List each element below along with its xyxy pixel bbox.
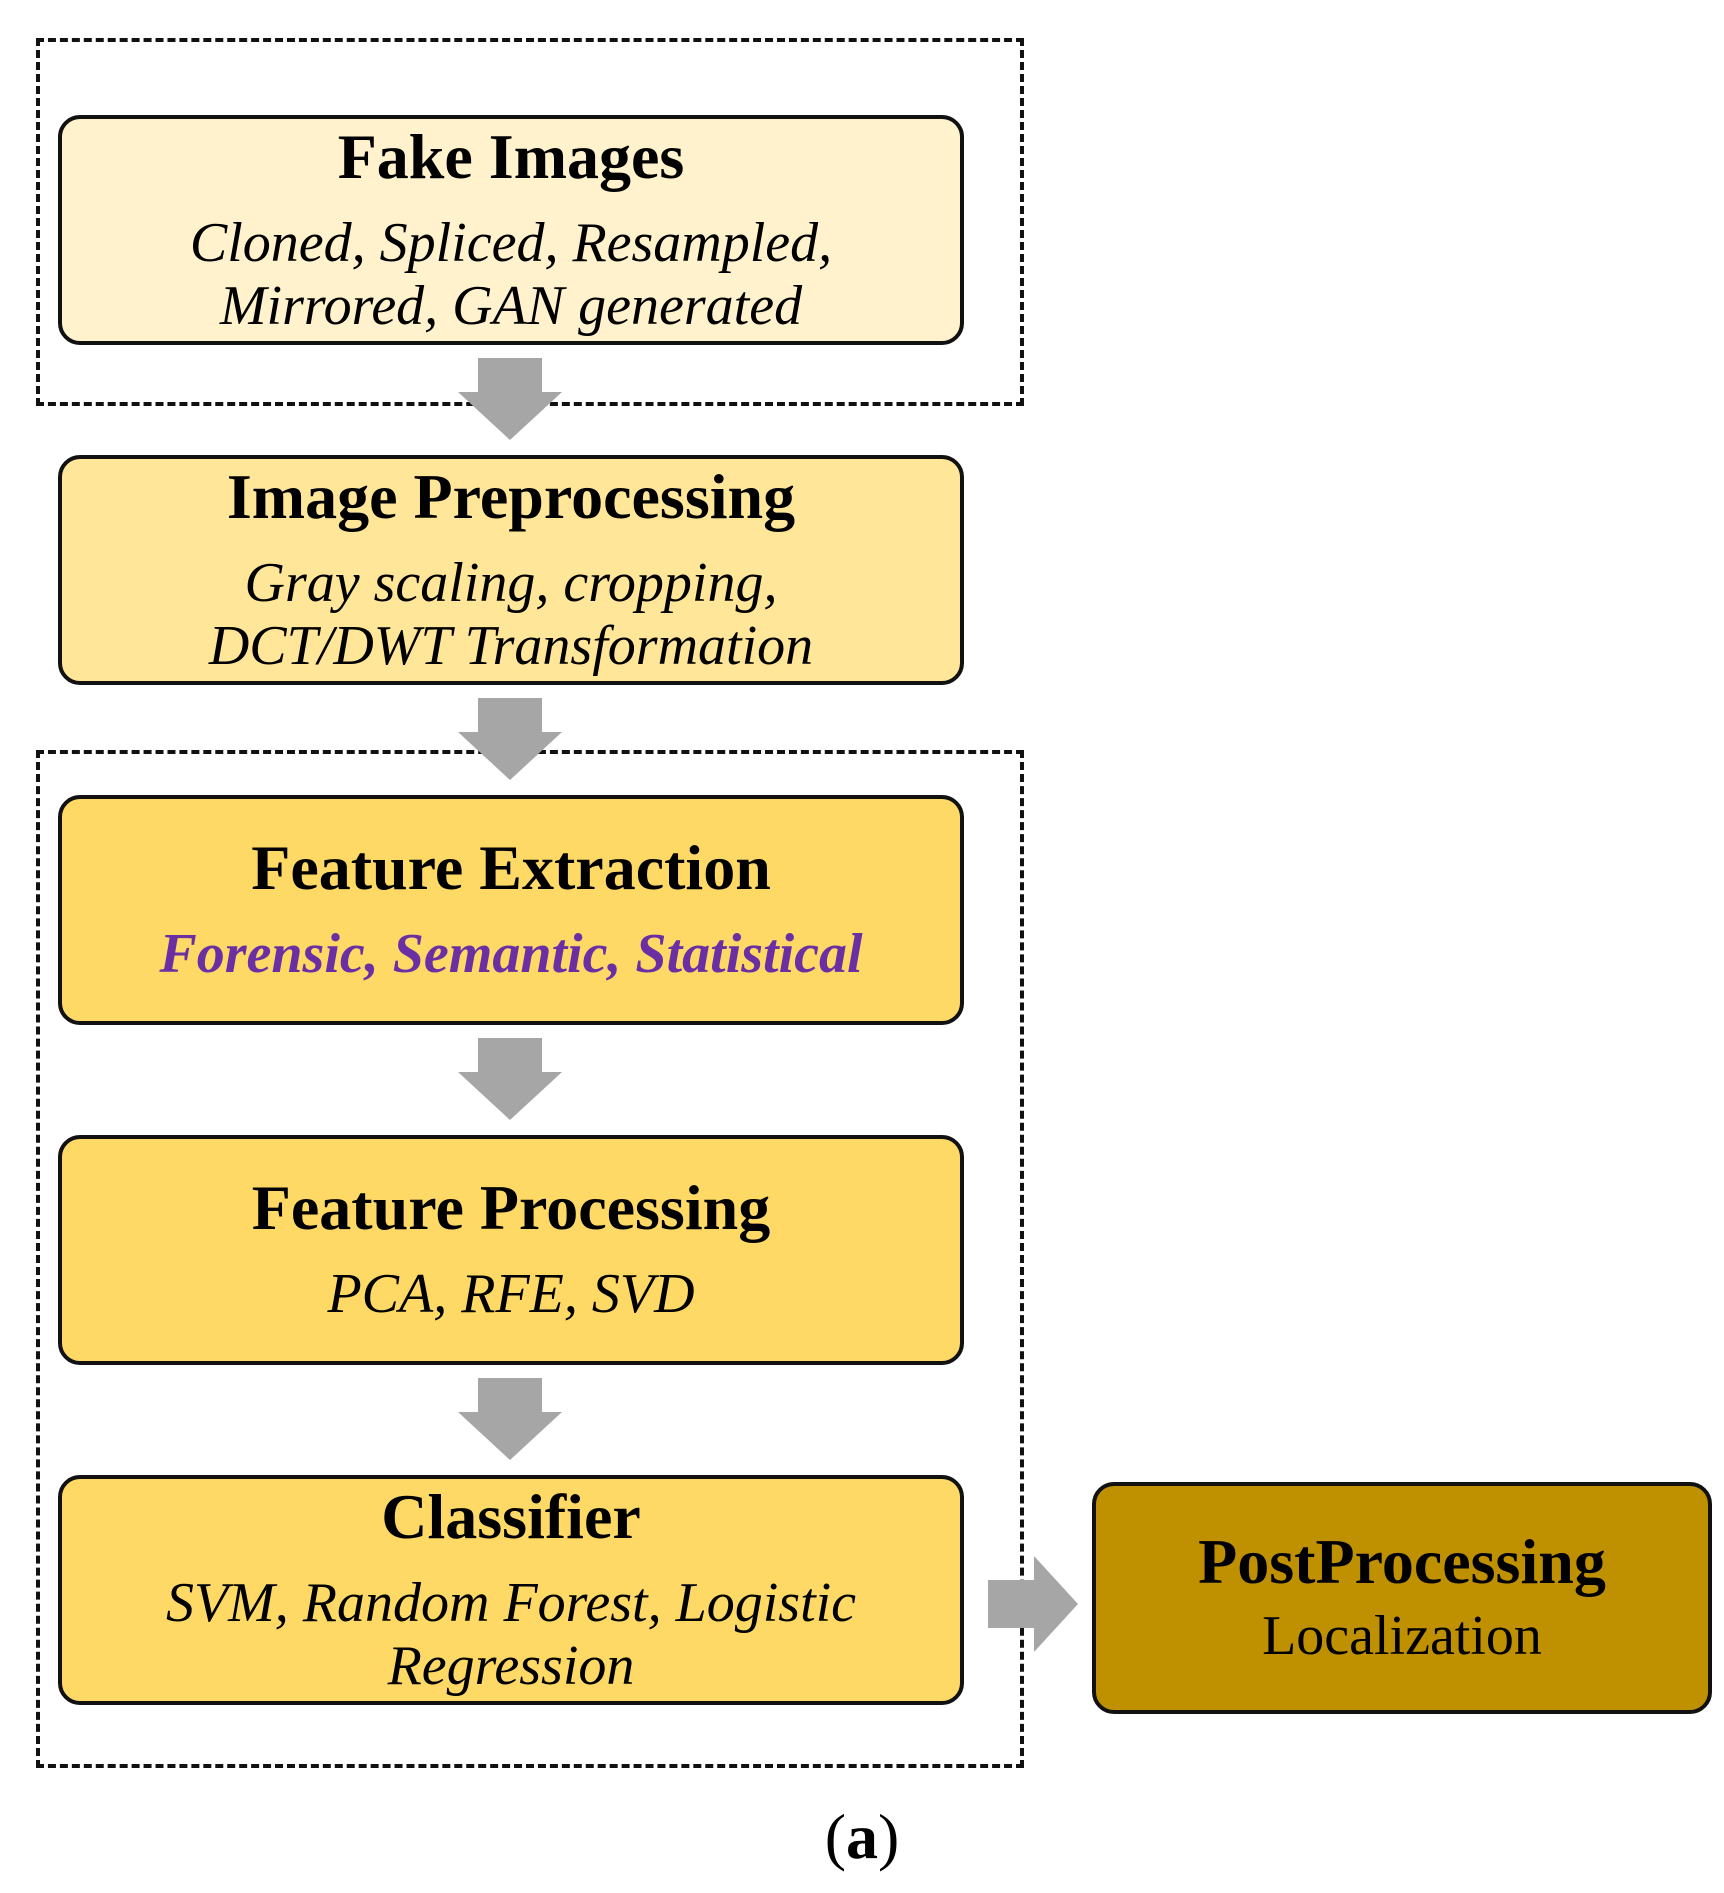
image-preprocessing-box: Image Preprocessing Gray scaling, croppi… xyxy=(58,455,964,685)
arrow-right-icon xyxy=(988,1556,1078,1652)
feature-processing-box: Feature Processing PCA, RFE, SVD xyxy=(58,1135,964,1365)
fake-images-title: Fake Images xyxy=(337,120,685,192)
feature-extraction-box: Feature Extraction Forensic, Semantic, S… xyxy=(58,795,964,1025)
fake-images-box: Fake Images Cloned, Spliced, Resampled, … xyxy=(58,115,964,345)
arrow-down-icon xyxy=(458,1038,562,1120)
classifier-title: Classifier xyxy=(381,1480,641,1552)
image-preprocessing-title: Image Preprocessing xyxy=(226,460,796,532)
postprocessing-subtitle: Localization xyxy=(1262,1605,1542,1668)
postprocessing-title: PostProcessing xyxy=(1198,1526,1606,1598)
arrow-down-icon xyxy=(458,358,562,440)
image-preprocessing-subtitle: Gray scaling, cropping, DCT/DWT Transfor… xyxy=(209,552,813,677)
fake-images-line-1: Cloned, Spliced, Resampled, xyxy=(189,211,833,274)
feature-extraction-title: Feature Extraction xyxy=(251,832,771,904)
classifier-box: Classifier SVM, Random Forest, Logistic … xyxy=(58,1475,964,1705)
figure-caption: (a) xyxy=(0,1800,1724,1874)
caption-open-paren: ( xyxy=(824,1801,846,1872)
image-preprocessing-line-2: DCT/DWT Transformation xyxy=(208,614,814,677)
classifier-line-1: SVM, Random Forest, Logistic xyxy=(165,1571,857,1634)
arrow-down-icon xyxy=(458,698,562,780)
classifier-subtitle: SVM, Random Forest, Logistic Regression xyxy=(166,1572,856,1697)
caption-close-paren: ) xyxy=(878,1801,900,1872)
fake-images-line-2: Mirrored, GAN generated xyxy=(219,274,803,337)
image-preprocessing-line-1: Gray scaling, cropping, xyxy=(244,551,778,614)
feature-extraction-subtitle: Forensic, Semantic, Statistical xyxy=(159,923,863,986)
fake-images-subtitle: Cloned, Spliced, Resampled, Mirrored, GA… xyxy=(190,212,832,337)
caption-letter: a xyxy=(846,1801,878,1872)
feature-processing-subtitle: PCA, RFE, SVD xyxy=(327,1263,695,1326)
feature-processing-title: Feature Processing xyxy=(251,1172,771,1244)
arrow-down-icon xyxy=(458,1378,562,1460)
postprocessing-box: PostProcessing Localization xyxy=(1092,1482,1712,1714)
classifier-line-2: Regression xyxy=(387,1634,635,1697)
